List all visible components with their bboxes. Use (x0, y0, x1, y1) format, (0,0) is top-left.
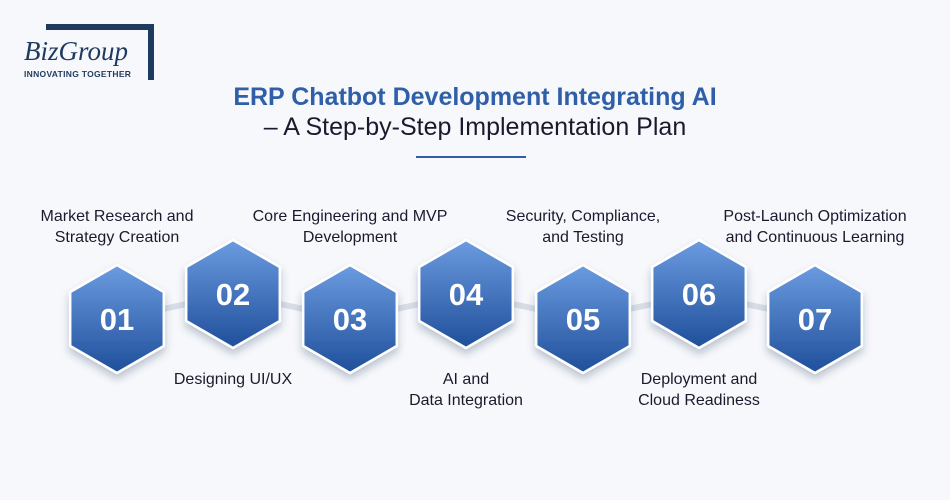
step-02-hexagon: 02 (184, 238, 282, 350)
hexagon-shape (68, 263, 166, 375)
step-number: 06 (682, 277, 716, 312)
step-number: 03 (333, 302, 367, 337)
title-underline (416, 156, 526, 158)
step-number: 02 (216, 277, 250, 312)
hexagon-shape (650, 238, 748, 350)
hexagon-shape (534, 263, 632, 375)
step-hexagons: 01 02 03 04 05 06 07 (68, 238, 864, 375)
step-05-label: Security, Compliance,and Testing (505, 208, 661, 246)
step-07-hexagon: 07 (766, 263, 864, 375)
logo-tagline: INNOVATING TOGETHER (24, 69, 136, 79)
hexagon-shape (301, 263, 399, 375)
step-number: 07 (798, 302, 832, 337)
step-number: 05 (566, 302, 600, 337)
hexagon-shape (417, 238, 515, 350)
logo-wordmark: BizGroup (22, 36, 133, 66)
page-subtitle: – A Step-by-Step Implementation Plan (263, 113, 687, 141)
logo-frame (46, 24, 154, 80)
step-02-label: Designing UI/UX (173, 371, 293, 388)
hexagon-shape (184, 238, 282, 350)
step-number: 04 (449, 277, 484, 312)
step-01-hexagon: 01 (68, 263, 166, 375)
bizgroup-logo: BizGroup INNOVATING TOGETHER (22, 24, 162, 86)
step-number: 01 (100, 302, 134, 337)
hexagon-shape (766, 263, 864, 375)
step-03-hexagon: 03 (301, 263, 399, 375)
page-title: ERP Chatbot Development Integrating AI (233, 83, 717, 111)
step-05-hexagon: 05 (534, 263, 632, 375)
step-04-hexagon: 04 (417, 238, 515, 350)
step-06-hexagon: 06 (650, 238, 748, 350)
